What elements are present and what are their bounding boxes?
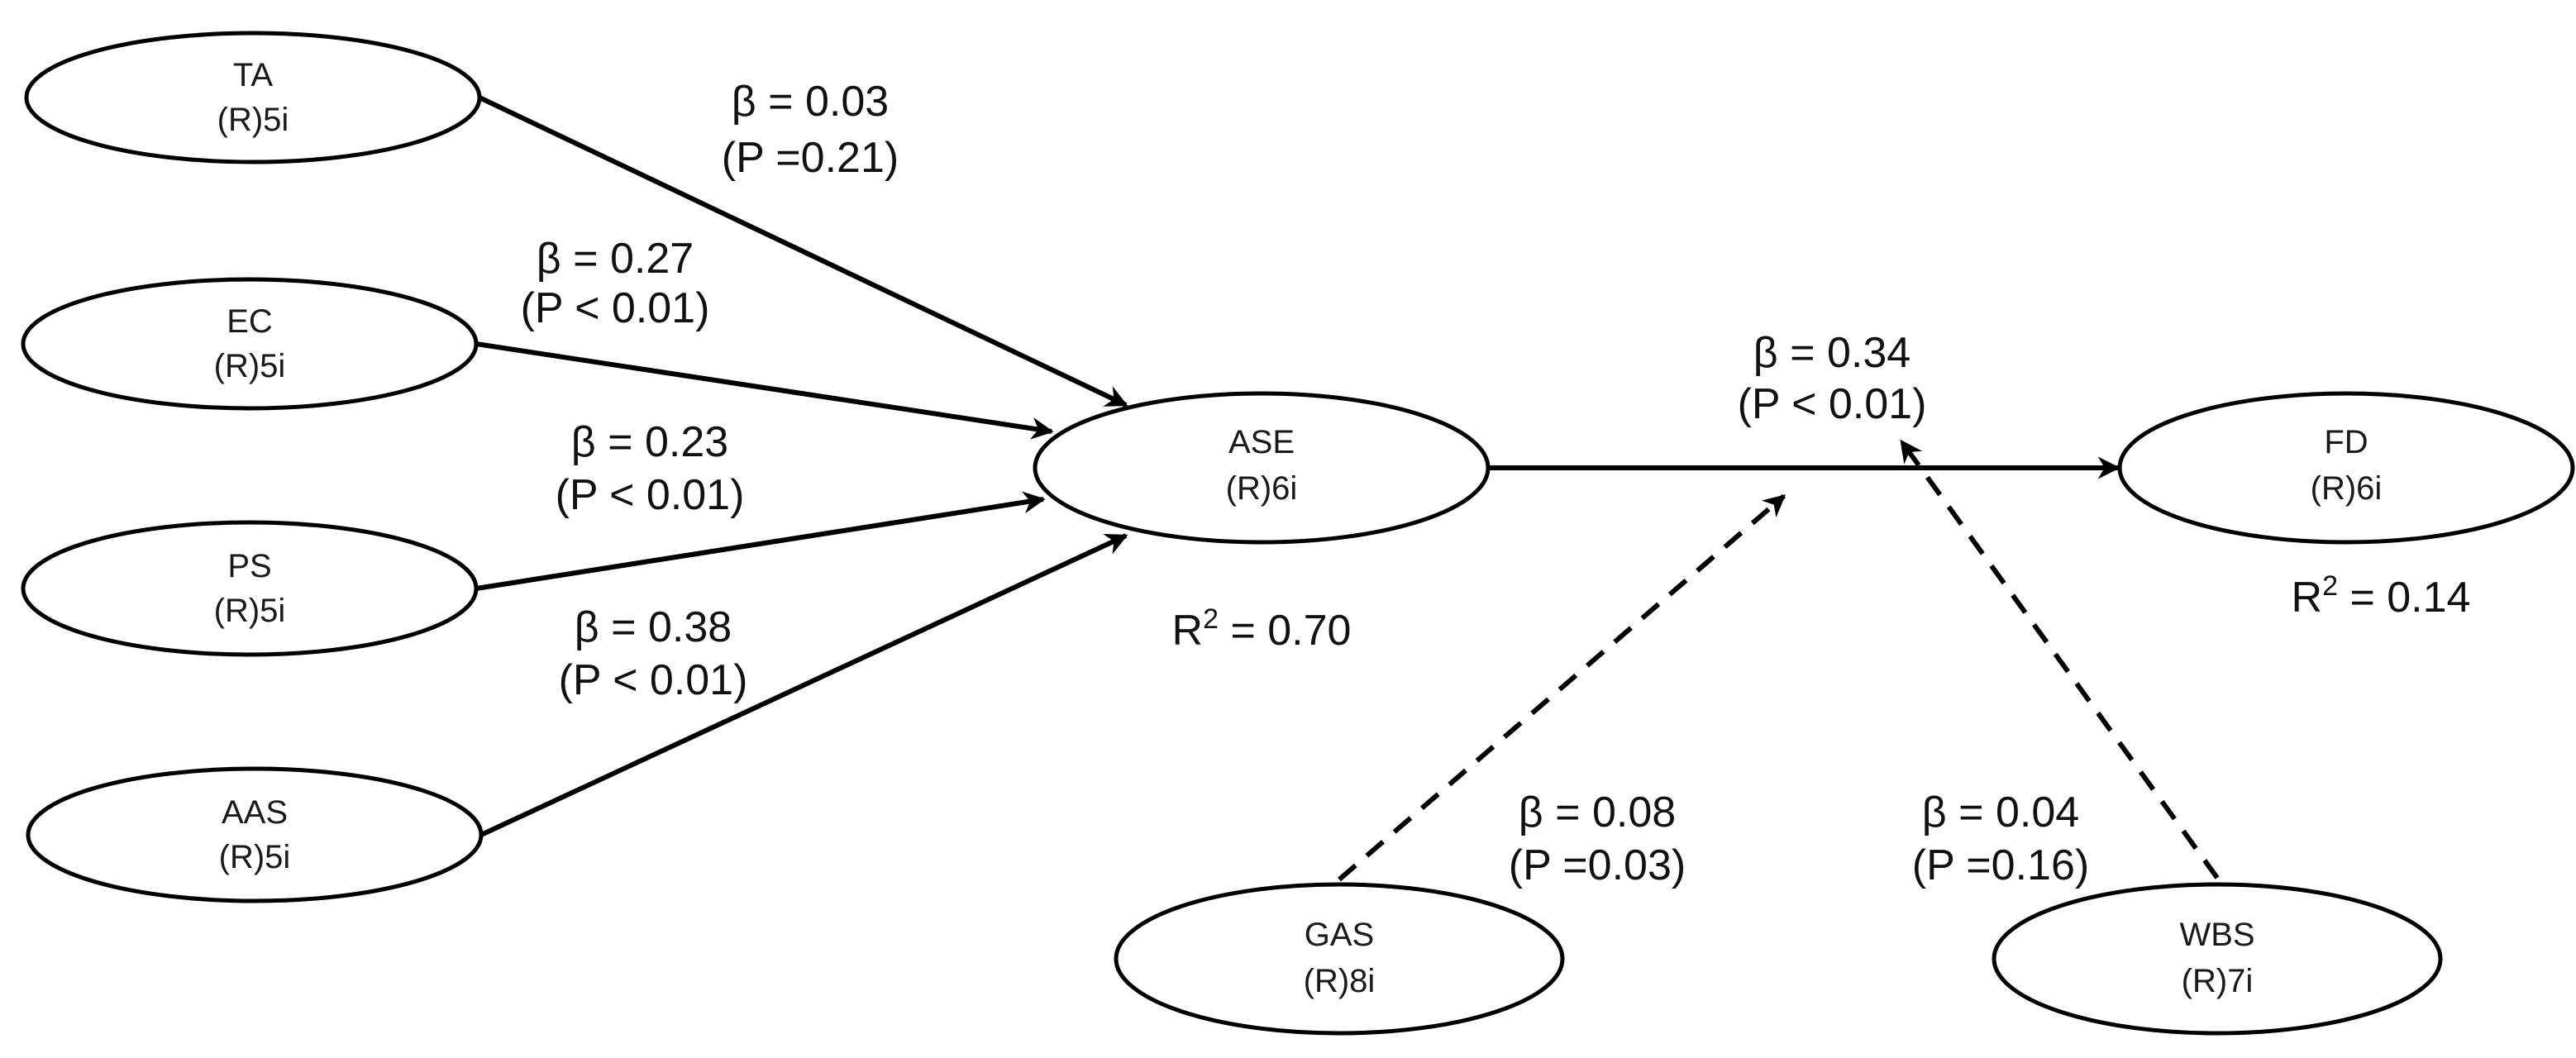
edge-ta-to-ase [478,95,1128,407]
node-gas-items: (R)8i [1304,963,1376,999]
node-gas: GAS (R)8i [1114,882,1565,1036]
label-ec-ase-beta: β = 0.27 [537,235,694,283]
node-ta-title: TA [233,57,273,93]
r2-fd-letter: R [2292,574,2323,622]
node-ec: EC (R)5i [21,277,479,411]
r2-ase-superscript: 2 [1203,603,1219,635]
node-fd-ellipse [2117,391,2575,545]
node-aas: AAS (R)5i [26,766,484,903]
label-ase-fd-beta: β = 0.34 [1753,329,1911,377]
label-ta-ase-beta: β = 0.03 [732,78,889,126]
label-ps-ase-beta: β = 0.23 [571,418,728,466]
node-fd-title: FD [2324,424,2368,460]
node-ps-ellipse [21,520,479,657]
node-ase: ASE (R)6i [1033,391,1491,545]
label-gas-mod-beta: β = 0.08 [1519,789,1676,836]
node-ps: PS (R)5i [21,520,479,657]
node-wbs: WBS (R)7i [1992,882,2443,1036]
label-ps-ase-p: (P < 0.01) [556,471,745,519]
node-ase-items: (R)6i [1226,470,1298,507]
r2-ase-value: = 0.70 [1219,607,1351,655]
node-fd: FD (R)6i [2117,391,2575,545]
node-gas-title: GAS [1305,917,1374,953]
label-aas-ase-p: (P < 0.01) [559,656,748,704]
node-ps-title: PS [227,548,271,584]
node-aas-items: (R)5i [219,839,291,875]
node-ta-ellipse [24,31,482,164]
label-ase-fd-p: (P < 0.01) [1738,380,1927,428]
node-wbs-ellipse [1992,882,2443,1036]
path-labels: β = 0.03 (P =0.21) β = 0.27 (P < 0.01) β… [521,78,2090,889]
r2-fd-value: = 0.14 [2338,574,2470,622]
label-wbs-mod-beta: β = 0.04 [1922,789,2079,836]
node-wbs-title: WBS [2179,917,2254,953]
edge-wbs-moderation [1899,439,2220,879]
node-ec-items: (R)5i [214,348,286,384]
edge-aas-to-ase [479,533,1128,837]
label-ta-ase-p: (P =0.21) [722,134,899,182]
node-fd-items: (R)6i [2311,470,2383,507]
node-ase-ellipse [1033,391,1491,545]
label-gas-mod-p: (P =0.03) [1509,841,1686,889]
r2-ase: R2 = 0.70 [1172,603,1352,655]
label-wbs-mod-p: (P =0.16) [1912,841,2089,889]
r2-fd-superscript: 2 [2322,570,2338,602]
node-ta-items: (R)5i [217,102,289,138]
node-ec-title: EC [227,303,273,340]
node-wbs-items: (R)7i [2182,963,2254,999]
label-aas-ase-beta: β = 0.38 [575,603,732,651]
node-gas-ellipse [1114,882,1565,1036]
node-ps-items: (R)5i [214,593,286,629]
r2-fd: R2 = 0.14 [2292,570,2471,622]
node-aas-title: AAS [222,794,288,831]
edges [475,95,2220,882]
r2-ase-letter: R [1172,607,1204,655]
label-ec-ase-p: (P < 0.01) [521,284,710,332]
node-ta: TA (R)5i [24,31,482,164]
node-ec-ellipse [21,277,479,411]
node-aas-ellipse [26,766,484,903]
edge-ec-to-ase [475,341,1054,440]
edge-gas-moderation [1338,493,1787,882]
node-ase-title: ASE [1228,424,1295,460]
edge-ps-to-ase [475,491,1046,591]
